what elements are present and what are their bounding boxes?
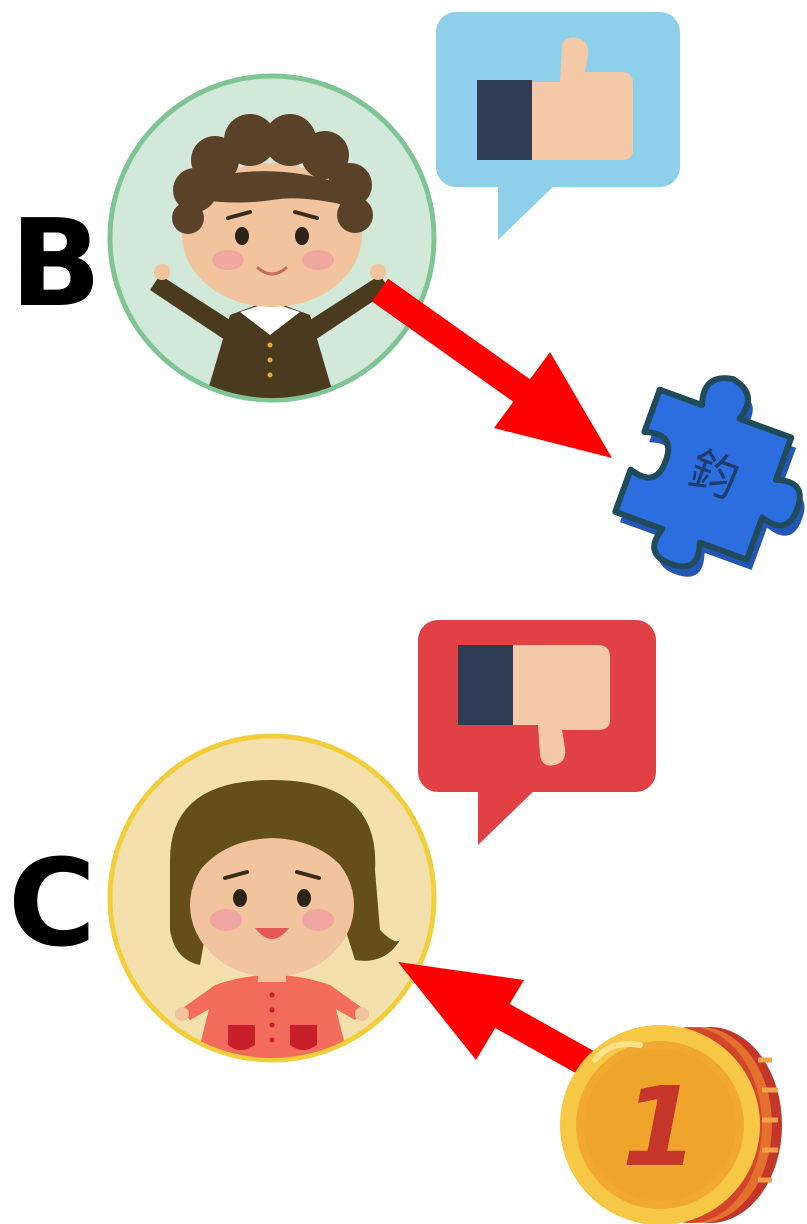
puzzle-piece: 鈞 — [602, 357, 807, 609]
arrow-coin-to-c — [398, 962, 590, 1065]
person-c-label: C — [8, 835, 96, 974]
coin: 1 — [560, 1025, 782, 1224]
coin-value: 1 — [622, 1063, 699, 1191]
thumbs-down-bubble — [418, 620, 656, 845]
arrow-b-to-puzzle — [380, 290, 612, 458]
person-b-avatar — [110, 76, 434, 400]
person-b-label: B — [10, 195, 101, 334]
person-c-avatar — [110, 736, 434, 1065]
thumbs-up-bubble — [436, 12, 680, 240]
